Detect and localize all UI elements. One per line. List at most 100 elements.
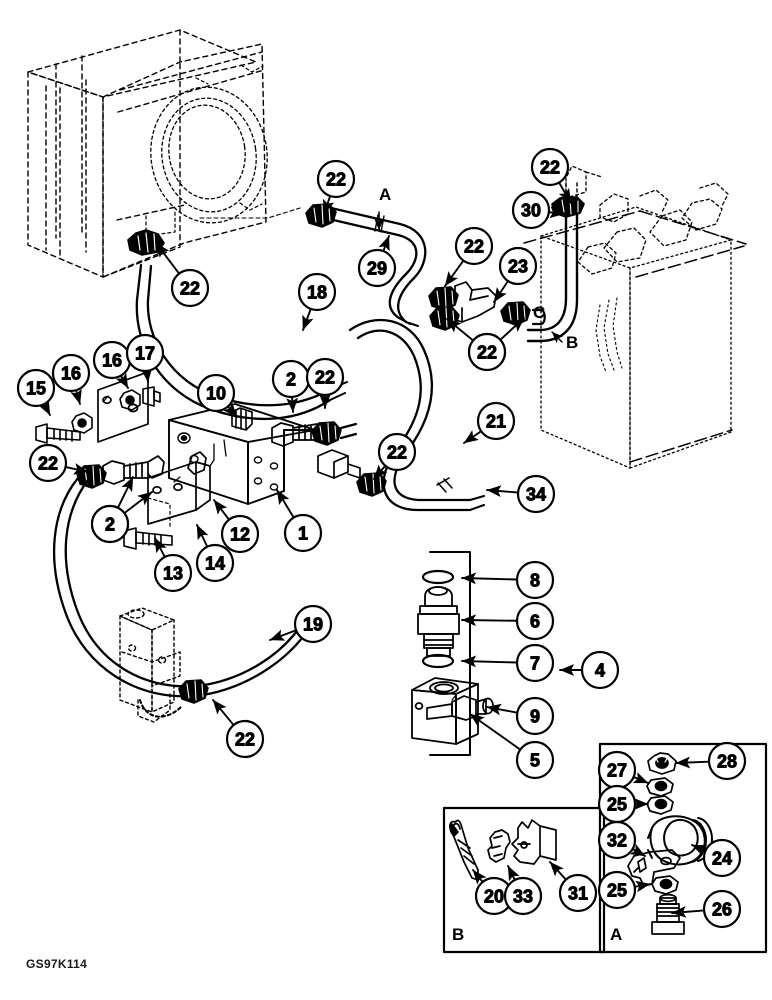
callout-bubble-22[interactable] xyxy=(454,226,494,266)
callout-bubble-22[interactable] xyxy=(305,357,345,397)
callout-bubble-33[interactable] xyxy=(503,876,543,916)
callout-bubble-31[interactable] xyxy=(558,873,598,913)
callout-leader xyxy=(286,396,299,413)
washer-16b xyxy=(119,389,141,411)
callout-leader xyxy=(493,280,509,303)
callout-leader xyxy=(123,491,153,515)
callout-bubble-22[interactable] xyxy=(530,147,570,187)
callout-bubble-26[interactable] xyxy=(702,889,742,929)
callout-leader xyxy=(547,206,565,219)
callout-bubble-4[interactable] xyxy=(580,650,620,690)
callout-bubble-18[interactable] xyxy=(297,272,337,312)
callout-number: 27 xyxy=(607,761,627,781)
callout-number: 26 xyxy=(712,900,732,920)
callout-bubble-23[interactable] xyxy=(498,246,538,286)
callout-leader xyxy=(675,756,710,769)
callout-bubble-8[interactable] xyxy=(515,560,555,600)
callout-bubble-21[interactable] xyxy=(476,401,516,441)
fuel-tank-top-edge xyxy=(523,210,747,463)
callout-leader xyxy=(472,869,487,885)
callout-leader xyxy=(691,844,708,856)
callout-bubble-10[interactable] xyxy=(196,373,236,413)
callout-bubble-25[interactable] xyxy=(597,870,637,910)
callout-number: 22 xyxy=(464,237,484,257)
plug-9 xyxy=(426,695,494,721)
callout-bubble-14[interactable] xyxy=(195,543,235,583)
oil-cooler-mounts xyxy=(145,64,264,237)
callout-number: 31 xyxy=(568,884,588,904)
callout-leader xyxy=(64,463,89,475)
callout-bubble-22[interactable] xyxy=(170,268,210,308)
callout-bubble-16[interactable] xyxy=(51,353,91,393)
bracket-32 xyxy=(627,849,681,887)
washer-25a xyxy=(646,795,674,815)
callout-number: 20 xyxy=(484,887,504,907)
callout-number: 4 xyxy=(595,661,605,681)
bolt-26 xyxy=(651,893,685,935)
callout-bubble-13[interactable] xyxy=(153,553,193,593)
callout-bubble-15[interactable] xyxy=(16,368,56,408)
callout-bubble-9[interactable] xyxy=(515,696,555,736)
callout-bubble-24[interactable] xyxy=(702,838,742,878)
clip-33 xyxy=(487,829,511,863)
callout-bubble-28[interactable] xyxy=(707,741,747,781)
nut-28 xyxy=(647,752,677,775)
callout-bubble-7[interactable] xyxy=(515,643,555,683)
valve-block-body xyxy=(168,403,316,505)
callout-leader xyxy=(213,499,231,521)
callout-bubble-34[interactable] xyxy=(516,474,556,514)
callout-leader xyxy=(469,713,522,751)
callout-bubble-22[interactable] xyxy=(316,159,356,199)
callout-number: 22 xyxy=(38,454,58,474)
callout-number: 15 xyxy=(26,379,46,399)
callout-leader xyxy=(302,307,314,331)
clamp-22-adapter xyxy=(311,421,342,446)
o-ring-7 xyxy=(421,653,455,669)
hose-stub-c xyxy=(531,308,546,326)
callout-bubble-30[interactable] xyxy=(511,190,551,230)
callout-bubble-22[interactable] xyxy=(225,719,265,759)
clamp-22-cooler-detail xyxy=(137,232,156,253)
callout-bubble-17[interactable] xyxy=(125,333,165,373)
callout-bubble-19[interactable] xyxy=(293,604,333,644)
oil-cooler-fan-shroud xyxy=(150,86,268,224)
callout-leader xyxy=(154,537,167,558)
callout-leader xyxy=(378,235,390,253)
callout-bubble-22[interactable] xyxy=(28,443,68,483)
callout-number: 34 xyxy=(526,485,546,505)
callout-number: 25 xyxy=(607,881,627,901)
tank-decal xyxy=(595,297,623,373)
callout-leader xyxy=(446,318,475,342)
callout-number: 2 xyxy=(105,515,115,535)
clamp-22-elbow xyxy=(356,472,387,497)
callout-bubble-12[interactable] xyxy=(220,514,260,554)
clamp-22-hose19 xyxy=(178,679,209,704)
oil-cooler-housing xyxy=(102,43,267,278)
callout-leader xyxy=(212,699,235,727)
section-label-B: B xyxy=(566,333,578,352)
section-label-A: A xyxy=(379,185,391,204)
callout-bubble-6[interactable] xyxy=(515,601,555,641)
leader-B xyxy=(551,331,564,344)
callout-number: 18 xyxy=(307,283,327,303)
callout-leader xyxy=(486,703,519,716)
adapter-2-left xyxy=(102,455,165,485)
callout-number: 24 xyxy=(712,849,732,869)
callout-leader xyxy=(629,843,646,857)
callout-leader xyxy=(196,524,209,548)
callout-bubble-22[interactable] xyxy=(467,332,507,372)
callout-bubble-2[interactable] xyxy=(90,504,130,544)
callout-bubble-29[interactable] xyxy=(357,248,397,288)
callout-number: 22 xyxy=(326,170,346,190)
oil-cooler-body xyxy=(27,29,257,278)
callout-bubble-5[interactable] xyxy=(515,740,555,780)
callout-number: 32 xyxy=(607,831,627,851)
callout-bubble-1[interactable] xyxy=(283,513,323,553)
section-label-C: C xyxy=(533,303,545,322)
callout-bubble-22[interactable] xyxy=(377,432,417,472)
hose-21 xyxy=(348,318,472,512)
callout-leader xyxy=(276,489,295,519)
callout-number: 13 xyxy=(163,564,183,584)
callout-number: 8 xyxy=(530,571,540,591)
callout-bubble-32[interactable] xyxy=(597,820,637,860)
